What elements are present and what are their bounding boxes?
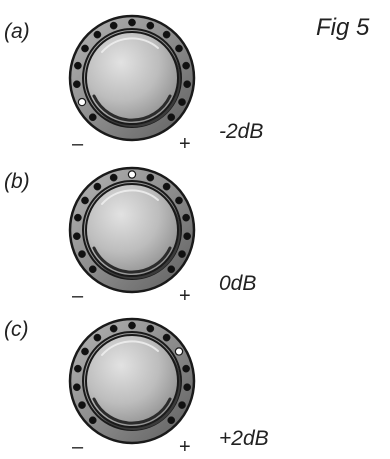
knob-c-dot: [162, 333, 171, 342]
knob-a-lower-edge: [92, 94, 172, 122]
figure-title: Fig 5: [316, 14, 370, 41]
knob-c-cap: [85, 334, 179, 428]
knob-a-dot: [128, 18, 136, 27]
knob-a-dot: [175, 44, 183, 53]
knob-a-dot: [178, 98, 186, 106]
knob-b-dot: [178, 250, 186, 258]
knob-c-highlight: [101, 340, 159, 356]
knob-c: – + (c) +2dB: [4, 317, 269, 458]
knob-b-dot: [73, 232, 81, 241]
knob-b-highlight: [101, 189, 159, 205]
knob-b-ring-inner: [82, 180, 182, 280]
knob-b-dot: [146, 173, 155, 182]
knob-a-dot: [74, 61, 82, 70]
knob-a-ring-inner: [82, 28, 182, 128]
knob-a-label: (a): [4, 20, 30, 43]
knob-b-max-sign: +: [179, 285, 191, 307]
knob-c-dot: [88, 416, 97, 425]
knob-b-cap: [85, 183, 179, 277]
knob-b-dot: [182, 213, 190, 222]
knob-a-min-sign: –: [72, 133, 84, 155]
knob-a-dot: [81, 44, 89, 53]
knob-b-dot: [88, 265, 97, 274]
knob-c-dot: [73, 383, 81, 392]
knob-a-dot: [167, 113, 176, 122]
knob-a-dot: [146, 21, 155, 30]
knob-c-dot: [167, 416, 176, 425]
knob-c-dot: [182, 364, 190, 373]
knob-c-label: (c): [4, 318, 29, 341]
knob-b-min-sign: –: [72, 285, 84, 307]
knob-c-max-sign: +: [179, 436, 191, 454]
knob-c-dot: [178, 401, 186, 409]
knob-a-dot: [93, 30, 102, 39]
knob-a-value: -2dB: [219, 120, 263, 143]
knob-b-dot: [81, 196, 89, 205]
knob-b-label: (b): [4, 170, 30, 193]
knob-a-active-dot: [77, 97, 87, 107]
knob-a-highlight: [101, 37, 159, 53]
knob-b-value: 0dB: [219, 272, 256, 295]
knob-c-dot: [183, 383, 191, 392]
knob-c-dot: [74, 364, 82, 373]
knob-b-dot: [162, 182, 171, 191]
knob-b-dot: [74, 213, 82, 222]
knob-a: – + (a) -2dB: [4, 14, 263, 155]
knob-c-min-sign: –: [72, 436, 84, 454]
knob-b-dot: [109, 173, 118, 182]
knob-c-value: +2dB: [219, 427, 269, 450]
knob-b-dot: [78, 250, 86, 258]
knob-b: – + (b) 0dB: [4, 166, 256, 307]
knob-b-active-dot: [127, 170, 137, 179]
knob-c-dot: [146, 324, 155, 333]
knob-c-dot: [109, 324, 118, 333]
knob-c-dot: [78, 401, 86, 409]
knob-c-dot: [93, 333, 102, 342]
knob-b-dot: [183, 232, 191, 241]
knob-c-dot: [128, 321, 136, 330]
knob-a-cap: [85, 31, 179, 125]
knob-a-dot: [183, 80, 191, 89]
knob-b-lower-edge: [92, 246, 172, 274]
knob-c-ring-inner: [82, 331, 182, 431]
knob-c-active-dot: [174, 347, 184, 356]
knob-a-dot: [73, 80, 81, 89]
knob-a-dot: [88, 113, 97, 122]
knob-a-dot: [162, 30, 171, 39]
knob-b-dot: [175, 196, 183, 205]
knob-a-max-sign: +: [179, 133, 191, 155]
knob-a-dot: [182, 61, 190, 70]
knob-c-lower-edge: [92, 397, 172, 425]
knob-a-dot: [109, 21, 118, 30]
knob-b-dot: [93, 182, 102, 191]
knob-b-dot: [167, 265, 176, 274]
knob-c-dot: [81, 347, 89, 356]
